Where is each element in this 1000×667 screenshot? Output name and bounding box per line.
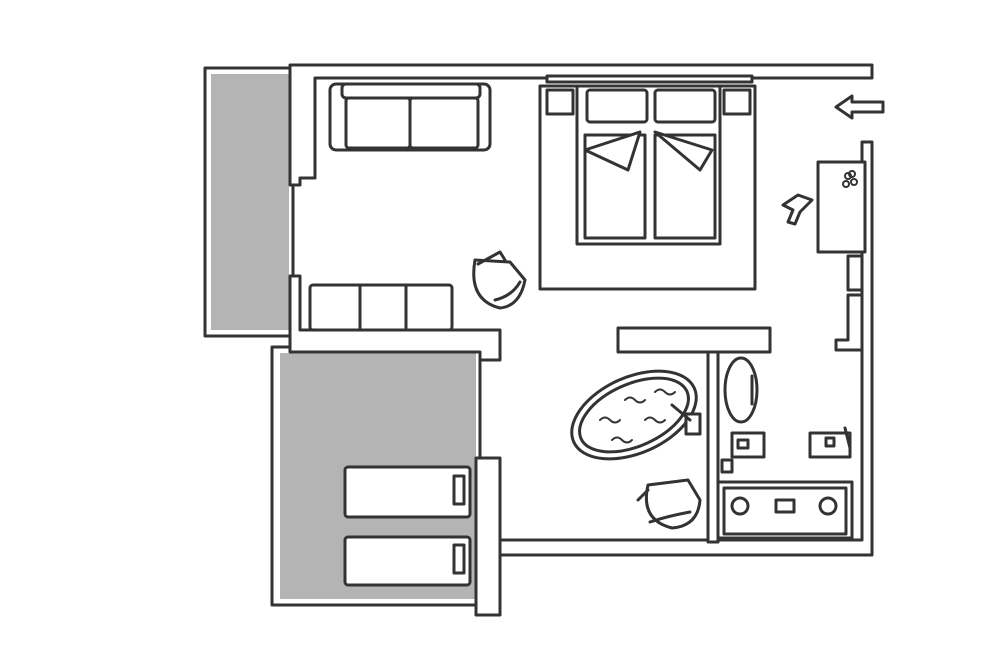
bench-sofa bbox=[308, 283, 454, 332]
vanity-counter bbox=[716, 480, 854, 540]
sofa bbox=[328, 82, 492, 152]
sun-lounger bbox=[343, 465, 472, 519]
toilet bbox=[808, 426, 852, 459]
washbasin bbox=[723, 356, 759, 424]
arrow-left-icon bbox=[834, 94, 885, 120]
walls bbox=[288, 63, 874, 617]
armchair bbox=[472, 250, 527, 310]
oval-bathtub bbox=[570, 369, 702, 461]
desk bbox=[816, 160, 867, 292]
double-bed bbox=[538, 84, 757, 291]
bidet bbox=[720, 431, 766, 474]
upper-balcony bbox=[203, 66, 295, 338]
desk-chair bbox=[781, 193, 814, 226]
flower-icon bbox=[842, 170, 858, 188]
sun-lounger bbox=[343, 535, 472, 587]
armchair bbox=[636, 478, 702, 530]
